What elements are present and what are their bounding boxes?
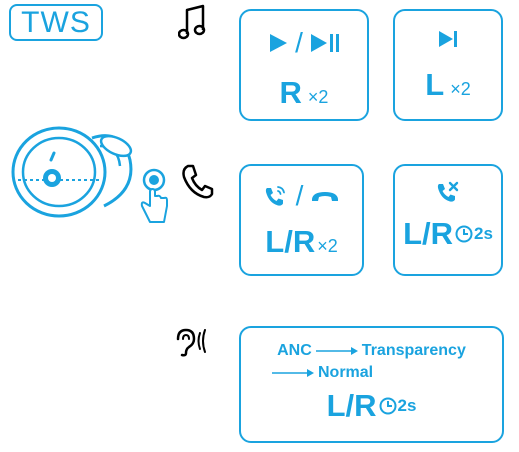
tws-badge: TWS	[9, 4, 103, 41]
key-label: L	[425, 67, 445, 102]
key-label: L/R	[265, 224, 316, 259]
earbud-illustration	[11, 126, 168, 223]
hold-duration: 2s	[397, 396, 417, 415]
multiplier: ×2	[307, 87, 329, 107]
music-note-icon	[178, 4, 206, 40]
next-track-gesture: L×2	[425, 67, 470, 103]
play-pause-icon	[310, 34, 339, 52]
hold-timer-icon	[379, 397, 396, 415]
key-label: L/R	[326, 388, 377, 423]
end-call-icon	[312, 192, 339, 201]
card-reject-call: L/R 2s	[393, 164, 503, 276]
reject-call-icon	[437, 181, 459, 202]
transparency-mode-label: Transparency	[361, 342, 466, 359]
slash-separator: /	[295, 27, 303, 58]
key-label: R	[279, 75, 302, 110]
play-pause-row: /	[267, 27, 341, 59]
phone-icon	[182, 164, 214, 199]
multiplier: ×2	[317, 236, 338, 256]
key-label: L/R	[403, 216, 453, 251]
arrow-right-icon	[272, 369, 314, 377]
card-next-track: L×2	[393, 9, 503, 121]
answer-end-row: /	[263, 180, 341, 212]
arrow-right-icon	[315, 347, 358, 355]
card-play-pause: / R×2	[239, 9, 369, 121]
anc-mode-label: ANC	[277, 342, 312, 359]
hold-duration: 2s	[474, 224, 493, 243]
anc-line-1: ANC Transparency	[277, 342, 466, 360]
multiplier: ×2	[450, 79, 471, 99]
answer-end-gesture: L/R×2	[265, 224, 337, 260]
slash-separator: /	[295, 180, 304, 211]
answer-call-icon	[265, 186, 285, 206]
ear-sound-icon	[176, 328, 206, 357]
card-anc-modes: ANC Transparency Normal L/R 2s	[239, 326, 504, 443]
normal-mode-label: Normal	[318, 364, 374, 381]
card-answer-end-call: / L/R×2	[239, 164, 364, 276]
reject-gesture: L/R 2s	[403, 216, 493, 252]
play-pause-gesture: R×2	[280, 75, 329, 111]
anc-gesture: L/R 2s	[327, 388, 417, 424]
play-icon	[270, 34, 288, 52]
anc-line-2: Normal	[271, 364, 373, 382]
next-track-icon	[439, 31, 457, 47]
hold-timer-icon	[455, 225, 473, 243]
